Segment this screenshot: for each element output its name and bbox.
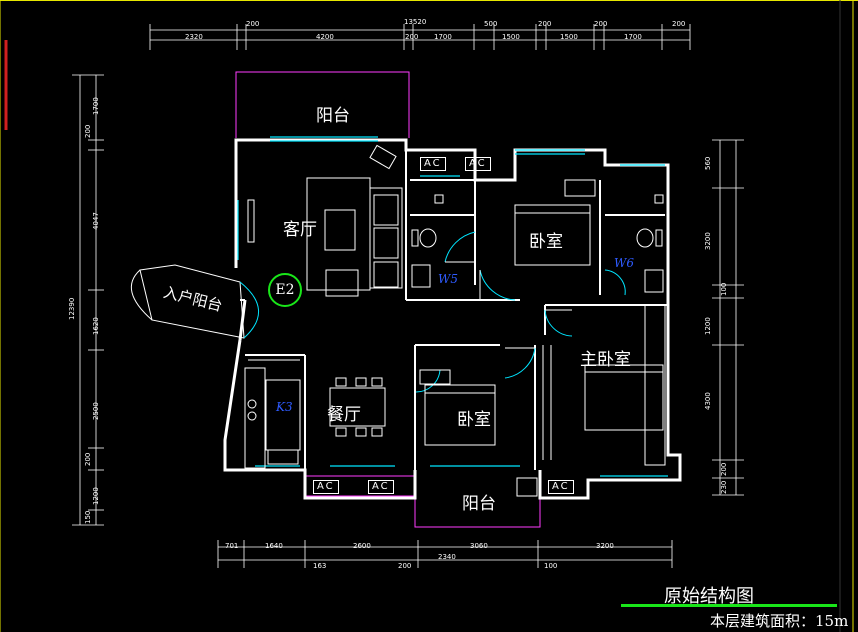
dim-left: 4047	[92, 212, 100, 230]
dim-bottom-sub: 163	[313, 562, 327, 570]
ac-unit: AC	[368, 480, 394, 494]
dim-bottom: 1640	[265, 542, 283, 550]
dim-right: 560	[704, 156, 712, 170]
door-arcs	[415, 231, 626, 393]
bathroom-fixtures	[411, 194, 664, 497]
top-dimension-lines	[149, 24, 691, 50]
dim-right: 4300	[704, 392, 712, 410]
ac-unit: AC	[313, 480, 339, 494]
ac-unit: AC	[465, 157, 491, 171]
dim-bottom-sub: 2340	[438, 553, 456, 561]
dining-furniture	[329, 377, 386, 437]
ac-unit: AC	[420, 157, 446, 171]
dim-left: 1620	[92, 317, 100, 335]
dim-bottom: 2600	[353, 542, 371, 550]
dim-left: 200	[84, 124, 92, 138]
living-furniture	[247, 144, 403, 297]
title-underline	[621, 604, 837, 607]
dim-bottom-sub: 100	[544, 562, 558, 570]
interior-walls	[240, 150, 668, 470]
bedroom-a-furniture	[514, 179, 596, 266]
ac-unit: AC	[548, 480, 574, 494]
dim-bottom: 3060	[470, 542, 488, 550]
dim-top-overall: 13520	[404, 18, 427, 26]
dim-top: 200	[405, 33, 419, 41]
exterior-walls	[223, 138, 682, 500]
dim-top: 2320	[185, 33, 203, 41]
tag-k3: K3	[276, 400, 293, 414]
room-label-master-bedroom: 主卧室	[580, 350, 631, 370]
dim-top: 1700	[624, 33, 642, 41]
dim-bottom: 701	[225, 542, 239, 550]
dim-right: 1200	[704, 317, 712, 335]
marker-e2: E2	[268, 273, 302, 307]
dim-right: 200	[720, 462, 728, 476]
dim-right: 3200	[704, 232, 712, 250]
room-label-living: 客厅	[283, 220, 317, 240]
dim-left-overall: 12390	[68, 297, 76, 320]
dim-right: 230	[720, 480, 728, 494]
dim-bottom: 3200	[596, 542, 614, 550]
dim-top: 200	[246, 20, 260, 28]
area-label: 本层建筑面积：15m	[710, 612, 849, 630]
kitchen-fixtures	[244, 359, 301, 469]
right-dimension-lines	[712, 139, 744, 496]
dim-top: 200	[594, 20, 608, 28]
room-label-balcony-top: 阳台	[316, 106, 350, 126]
door-leaves	[445, 261, 572, 349]
dim-top: 1500	[560, 33, 578, 41]
dim-bottom-sub: 200	[398, 562, 412, 570]
entrance-balcony-outline	[131, 264, 260, 339]
dim-top: 500	[484, 20, 498, 28]
top-balcony-outline	[235, 71, 410, 138]
dim-left: 150	[84, 510, 92, 524]
dim-top: 200	[538, 20, 552, 28]
dim-top: 1700	[434, 33, 452, 41]
master-furniture	[542, 304, 666, 466]
drawing-title: 原始结构图	[664, 586, 754, 607]
room-label-bedroom-a: 卧室	[529, 232, 563, 252]
dim-left: 1200	[92, 487, 100, 505]
bedroom-b-furniture	[419, 369, 496, 446]
room-label-bedroom-b: 卧室	[457, 410, 491, 430]
bottom-balcony-outline	[304, 475, 541, 528]
tag-w6: W6	[614, 256, 634, 270]
bottom-dimension-lines	[217, 540, 673, 568]
dim-top: 200	[672, 20, 686, 28]
dim-top: 1500	[502, 33, 520, 41]
windows	[237, 136, 668, 477]
dim-left: 200	[84, 452, 92, 466]
room-label-dining: 餐厅	[327, 405, 361, 425]
left-dimension-lines	[72, 74, 104, 526]
room-label-balcony-bottom: 阳台	[462, 494, 496, 514]
tag-w5: W5	[438, 272, 458, 286]
dim-left: 1700	[92, 97, 100, 115]
dim-right: 100	[720, 282, 728, 296]
dim-left: 2500	[92, 402, 100, 420]
dim-top: 4200	[316, 33, 334, 41]
